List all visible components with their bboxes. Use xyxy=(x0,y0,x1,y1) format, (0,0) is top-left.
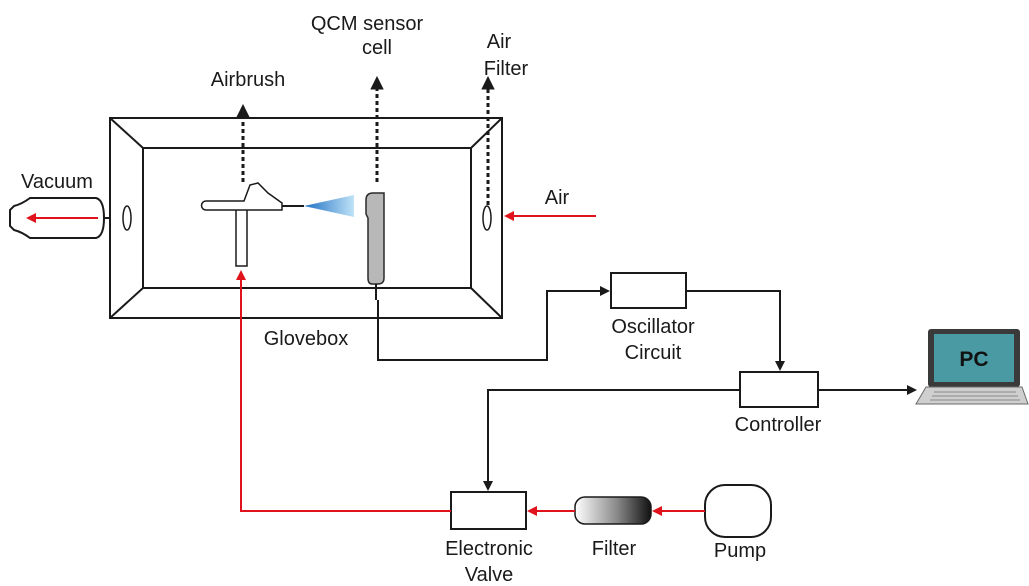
filter-icon xyxy=(574,496,652,525)
electronic-valve-label-line1: Electronic xyxy=(445,538,533,560)
pc-laptop-icon: PC xyxy=(915,329,1029,405)
air-filter-label-line2: Filter xyxy=(484,58,529,80)
oscillator-label-line2: Circuit xyxy=(625,342,682,364)
glovebox-label: Glovebox xyxy=(264,328,349,350)
controller-label: Controller xyxy=(735,414,822,436)
vacuum-label: Vacuum xyxy=(21,171,93,193)
oscillator-to-controller-wire xyxy=(686,290,785,371)
air-filter-label-line1: Air xyxy=(487,31,512,53)
qcm-sensor-cell-icon xyxy=(365,192,385,300)
pump-label: Pump xyxy=(714,540,766,562)
electronic-valve-box xyxy=(450,491,527,530)
valve-to-airbrush-flow xyxy=(236,270,451,512)
pc-label: PC xyxy=(959,348,988,371)
controller-box xyxy=(739,371,819,408)
glove-port-right xyxy=(482,205,492,231)
oscillator-label-line1: Oscillator xyxy=(611,316,695,338)
oscillator-circuit-box xyxy=(610,272,687,309)
electronic-valve-label-line2: Valve xyxy=(465,564,514,586)
spray-cone xyxy=(304,195,354,217)
controller-to-valve-wire xyxy=(483,389,740,491)
glovebox xyxy=(109,117,503,319)
filter-label: Filter xyxy=(592,538,637,560)
airbrush-label: Airbrush xyxy=(211,69,285,91)
pump-icon xyxy=(704,484,772,538)
qcm-sensor-label-line2: cell xyxy=(362,37,392,59)
qcm-sensor-label-line1: QCM sensor xyxy=(311,13,424,35)
airbrush-icon xyxy=(200,182,354,267)
air-label: Air xyxy=(545,187,570,209)
glove-port-left xyxy=(122,205,132,231)
sensor-to-oscillator-wire xyxy=(377,286,610,361)
